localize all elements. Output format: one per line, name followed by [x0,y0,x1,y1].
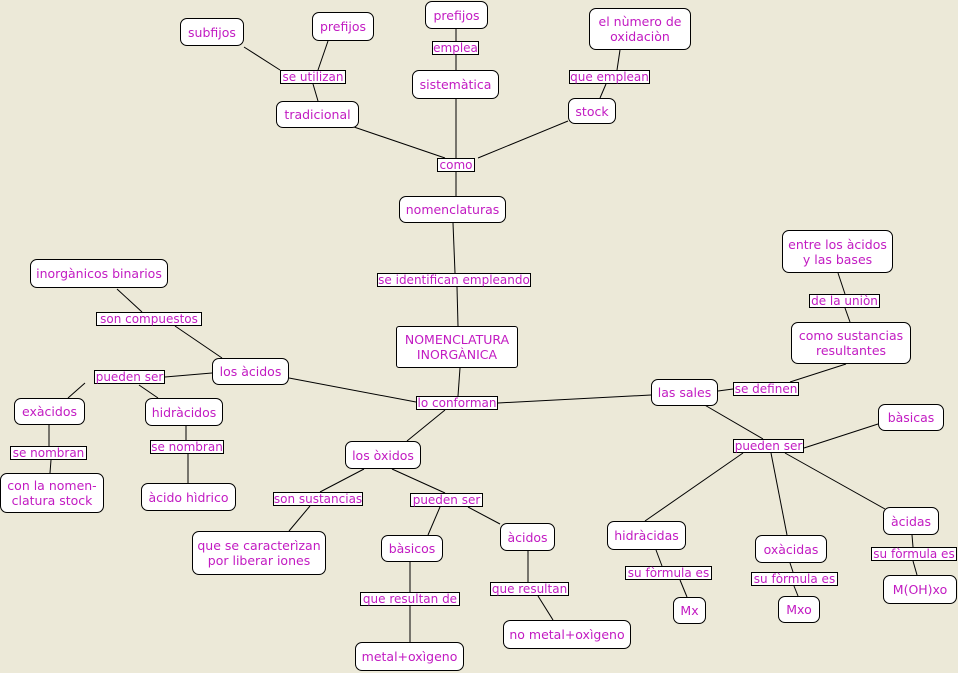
link-de-la-union[interactable]: de la uniòn [809,294,880,308]
link-su-formula-hidracidas[interactable]: su fòrmula es [625,566,712,580]
concept-inorganicos-binarios[interactable]: inorgànicos binarios [30,259,168,288]
concept-nomenclatura-stock[interactable]: con la nomen- clatura stock [0,473,104,513]
connector-line [655,549,663,567]
concept-hidracidas[interactable]: hidràcidas [607,521,686,550]
link-su-formula-acidas[interactable]: su fòrmula es [871,547,957,561]
link-se-nombran-exacidos[interactable]: se nombran [10,446,87,460]
connector-line [452,222,456,274]
connector-line [679,579,688,598]
connector-line [243,46,281,71]
link-se-utilizan[interactable]: se utilizan [280,70,346,84]
link-como[interactable]: como [437,158,475,172]
connector-line [599,83,607,99]
link-que-resultan-de[interactable]: que resultan de [360,592,460,606]
connector-line [116,288,143,313]
concept-mx[interactable]: Mx [673,597,706,624]
connector-line [312,83,319,102]
concept-prefijos-sistematica[interactable]: prefijos [425,1,488,29]
connector-line [467,506,501,525]
connector-line [288,505,311,532]
connector-line [406,409,446,442]
link-son-compuestos[interactable]: son compuestos [96,312,202,326]
concept-mxo[interactable]: Mxo [778,596,820,623]
link-lo-conforman[interactable]: lo conforman [416,396,498,410]
concept-exacidos[interactable]: exàcidos [14,398,85,425]
concept-sustancias-resultantes[interactable]: como sustancias resultantes [791,322,911,364]
link-son-sustancias[interactable]: son sustancias [273,492,363,506]
connector-line [138,384,159,399]
concept-entre-acidos-bases[interactable]: entre los àcidos y las bases [782,230,893,273]
link-se-nombran-hidracidos[interactable]: se nombran [150,440,224,454]
concept-no-metal-oxigeno[interactable]: no metal+oxìgeno [503,620,631,649]
connector-line [164,372,213,378]
connector-line [717,388,734,392]
connector-line [911,534,914,548]
link-su-formula-oxacidas[interactable]: su fòrmula es [751,572,838,586]
connector-line [67,382,86,399]
concept-sistematica[interactable]: sistemàtica [412,70,499,99]
concept-se-caracterizan[interactable]: que se caracterìzan por liberar iones [192,531,326,575]
concept-metal-oxigeno[interactable]: metal+oxìgeno [355,642,464,671]
connector-line [537,595,554,621]
concept-prefijos-tradicional[interactable]: prefijos [312,12,374,41]
link-emplea[interactable]: emplea [432,41,479,55]
connector-line [793,585,799,597]
link-pueden-ser-acidos[interactable]: pueden ser [94,370,165,384]
connector-line [616,49,621,71]
link-pueden-ser-oxidos[interactable]: pueden ser [410,493,483,507]
connector-line [457,367,461,397]
concept-los-acidos[interactable]: los àcidos [212,358,289,385]
connector-line [497,394,652,404]
concept-subfijos[interactable]: subfijos [180,18,244,46]
connector-line [644,452,744,522]
connector-line [317,40,329,71]
connector-line [770,452,788,536]
concept-basicas[interactable]: bàsicas [878,404,944,431]
link-que-emplean[interactable]: que emplean [569,70,650,84]
connector-line [837,272,846,295]
connector-line [49,459,52,474]
concept-m-oh-xo[interactable]: M(OH)xo [883,575,957,604]
connector-line [456,286,459,327]
concept-oxacidas[interactable]: oxàcidas [755,535,827,563]
link-se-identifican-empleando[interactable]: se identifican empleando [377,273,531,287]
concept-nomenclatura-inorganica[interactable]: NOMENCLATURA INORGÀNICA [396,326,518,368]
concept-basicos[interactable]: bàsicos [381,535,443,562]
connector-line [789,363,847,383]
connector-line [912,560,918,576]
concept-tradicional[interactable]: tradicional [276,101,359,128]
concept-acidos-oxidos[interactable]: àcidos [500,523,555,551]
connector-line [789,562,794,573]
connector-line [319,468,365,493]
concept-acido-hidrico[interactable]: àcido hìdrico [141,483,236,511]
concept-stock[interactable]: stock [568,98,616,124]
connector-line [391,468,446,494]
link-se-definen[interactable]: se definen [733,382,799,396]
concept-los-oxidos[interactable]: los òxidos [345,441,421,469]
connector-line [784,452,886,510]
connector-line [803,423,879,449]
concept-las-sales[interactable]: las sales [651,379,718,406]
connector-line [288,377,417,403]
connector-line [477,120,569,159]
concept-nomenclaturas[interactable]: nomenclaturas [399,196,506,223]
connector-line [427,506,441,536]
concept-hidracidos[interactable]: hidràcidos [145,398,223,426]
connector-line [174,325,223,359]
link-pueden-ser-sales[interactable]: pueden ser [733,439,804,453]
connector-line [844,307,851,323]
concept-acidas[interactable]: àcidas [883,507,939,535]
concept-numero-oxidacion[interactable]: el nùmero de oxidaciòn [589,8,691,50]
connector-line [353,126,446,159]
link-que-resultan[interactable]: que resultan [490,582,569,596]
